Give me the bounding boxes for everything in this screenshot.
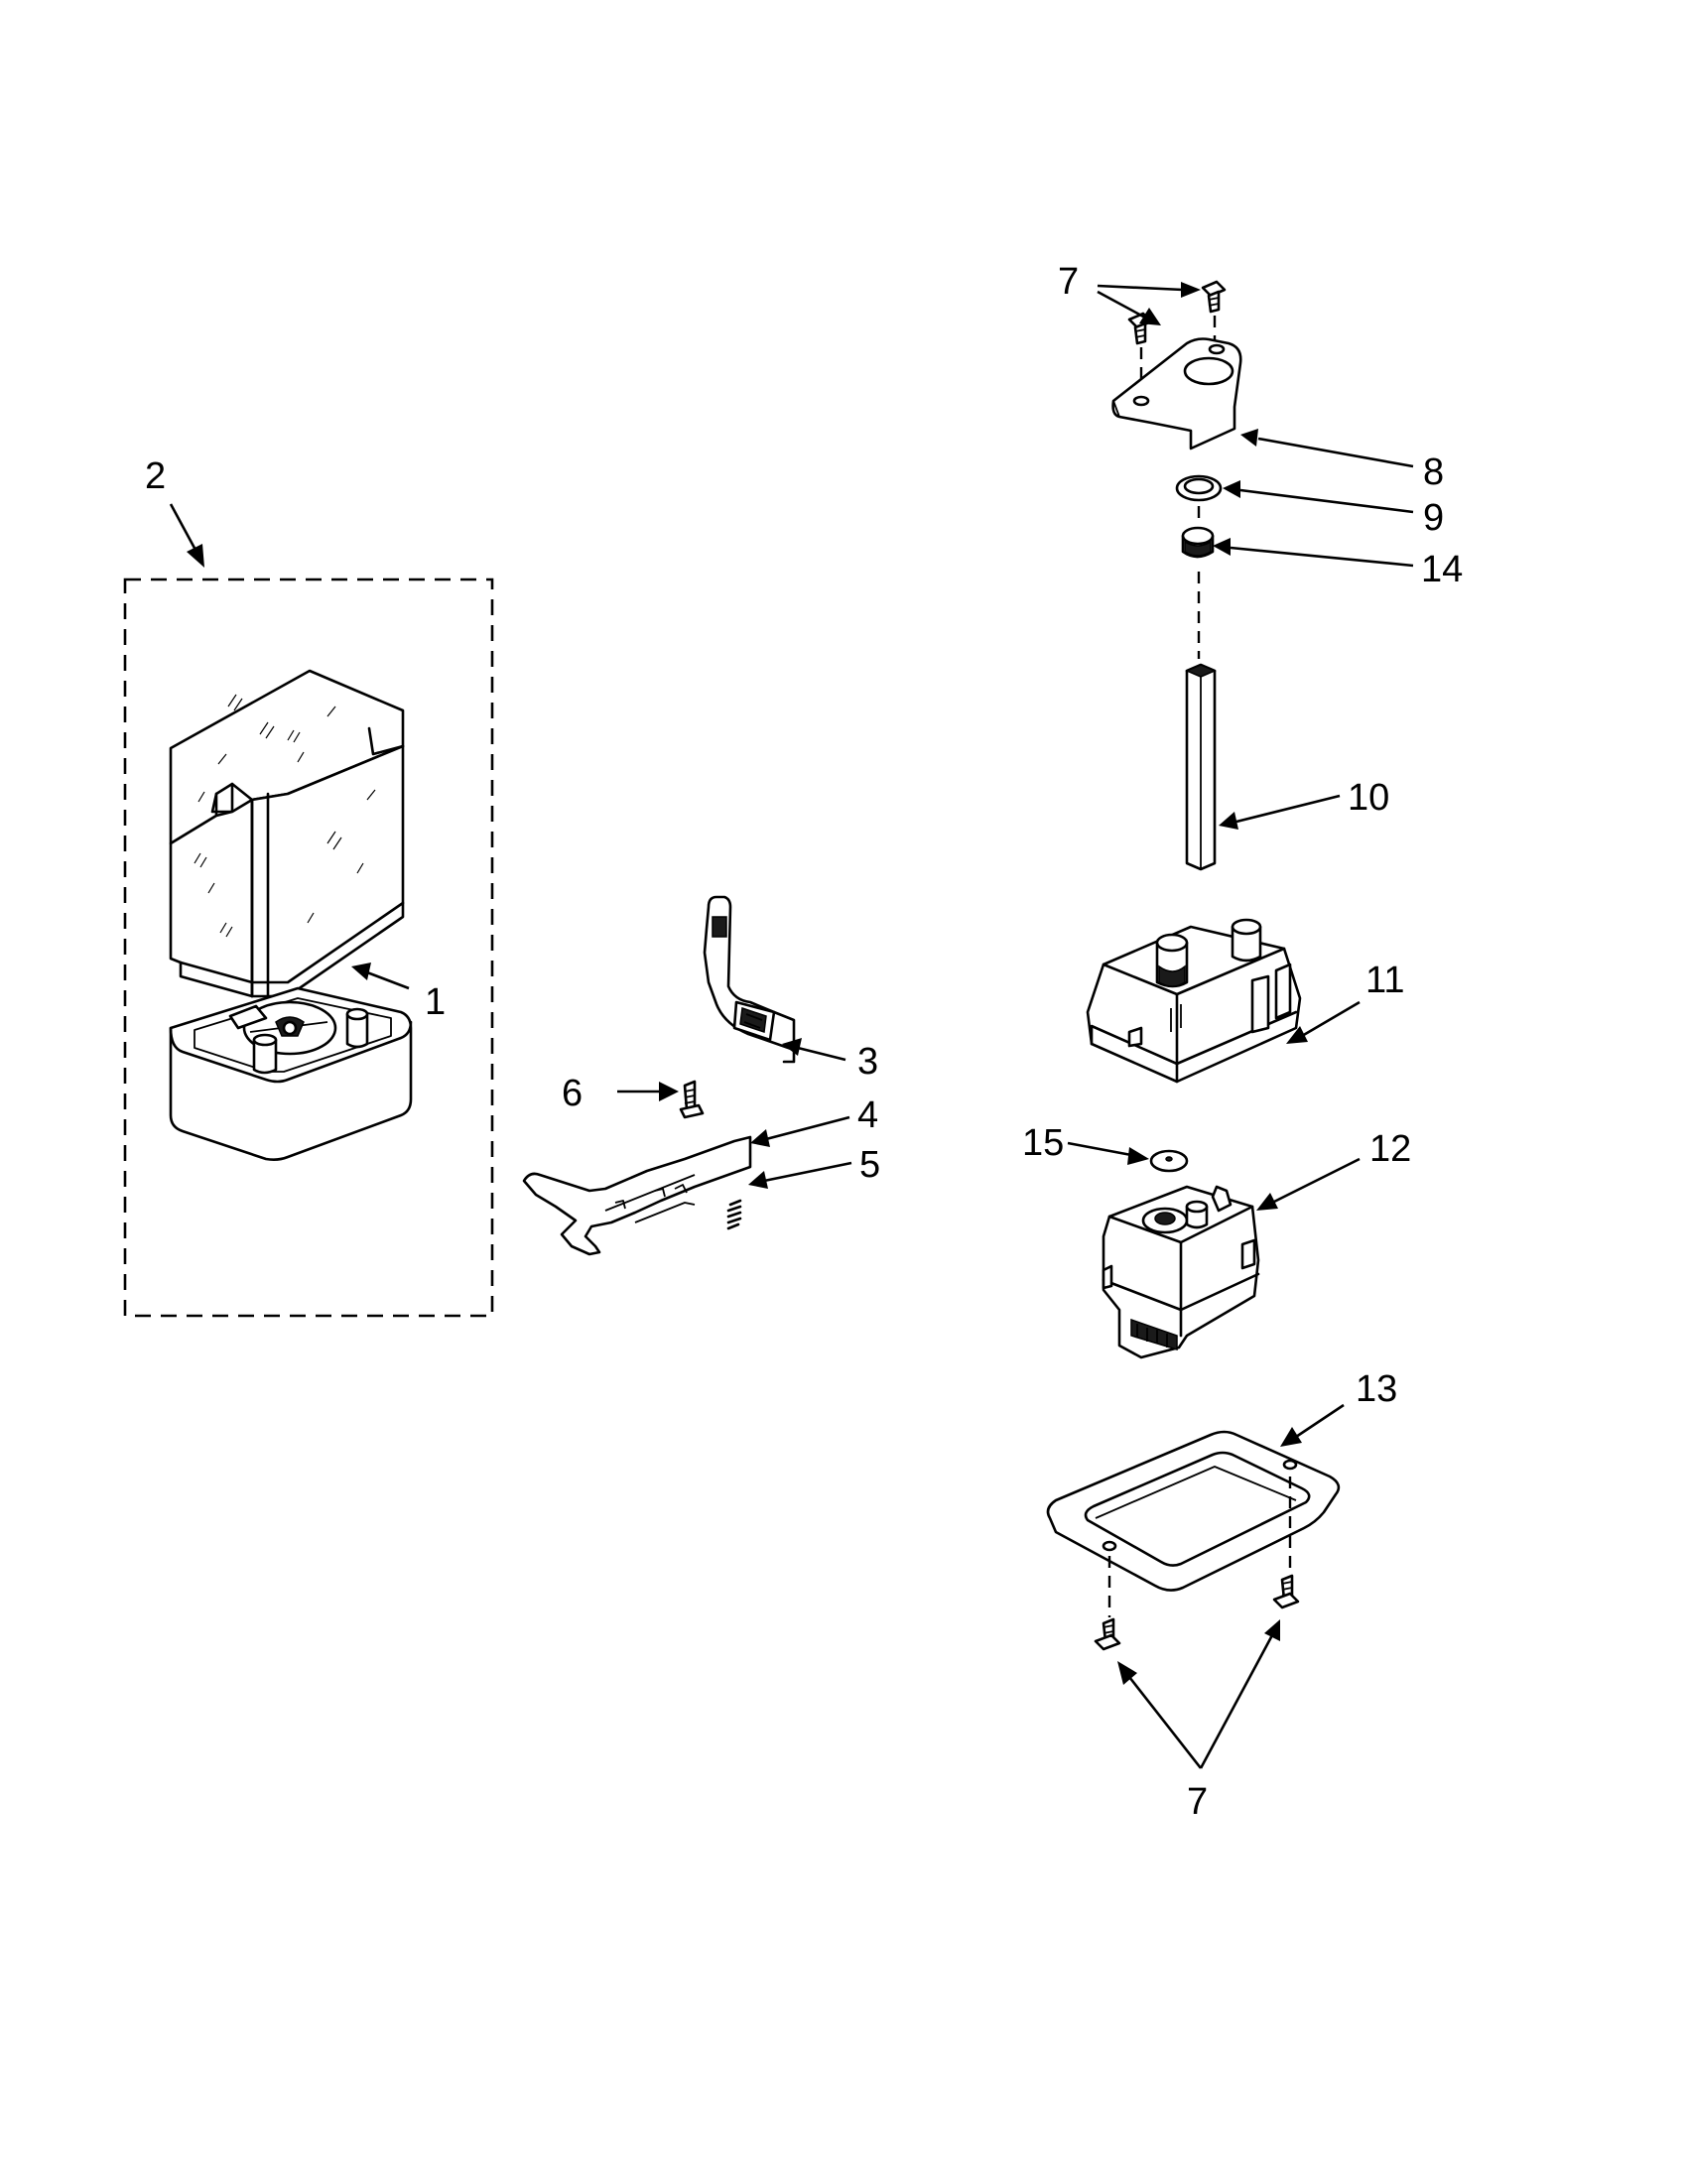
gasket-part-13 xyxy=(1046,1430,1341,1592)
spring-part-5 xyxy=(726,1199,742,1230)
callout-14: 14 xyxy=(1421,549,1463,590)
callout-7-top: 7 xyxy=(1058,261,1079,303)
callout-9: 9 xyxy=(1423,497,1444,539)
screw-part-7-bottom-right xyxy=(1272,1574,1300,1609)
callout-10: 10 xyxy=(1348,777,1389,819)
callout-12: 12 xyxy=(1369,1128,1411,1170)
bushing-part-14 xyxy=(1181,526,1215,559)
motor-part-12 xyxy=(1102,1185,1260,1359)
ice-bin-base xyxy=(169,986,413,1161)
callout-2: 2 xyxy=(145,455,166,497)
motor-cover-part-11 xyxy=(1086,918,1302,1084)
callout-7-bottom: 7 xyxy=(1187,1781,1208,1823)
callout-3: 3 xyxy=(857,1041,878,1083)
mounting-plate-part-8 xyxy=(1111,337,1242,450)
callout-11: 11 xyxy=(1365,960,1404,1001)
callout-8: 8 xyxy=(1423,451,1444,493)
ice-bin-cover-part-1 xyxy=(169,669,405,998)
callout-15: 15 xyxy=(1022,1122,1064,1164)
screw-part-7-top-right xyxy=(1201,280,1227,314)
callout-6: 6 xyxy=(562,1073,583,1114)
lever-part-4 xyxy=(522,1135,752,1256)
assembly-2-boundary xyxy=(123,578,494,1318)
screw-part-6 xyxy=(679,1080,705,1119)
callout-13: 13 xyxy=(1356,1368,1397,1410)
callout-4: 4 xyxy=(857,1094,878,1136)
callout-1: 1 xyxy=(425,981,446,1023)
washer-part-15 xyxy=(1149,1149,1189,1173)
callout-5: 5 xyxy=(859,1144,880,1186)
shaft-part-10 xyxy=(1185,663,1217,871)
bracket-part-3 xyxy=(703,895,796,1064)
washer-part-9 xyxy=(1175,474,1223,502)
leader-lines xyxy=(169,282,1414,1769)
screw-part-7-bottom-left xyxy=(1094,1617,1121,1651)
